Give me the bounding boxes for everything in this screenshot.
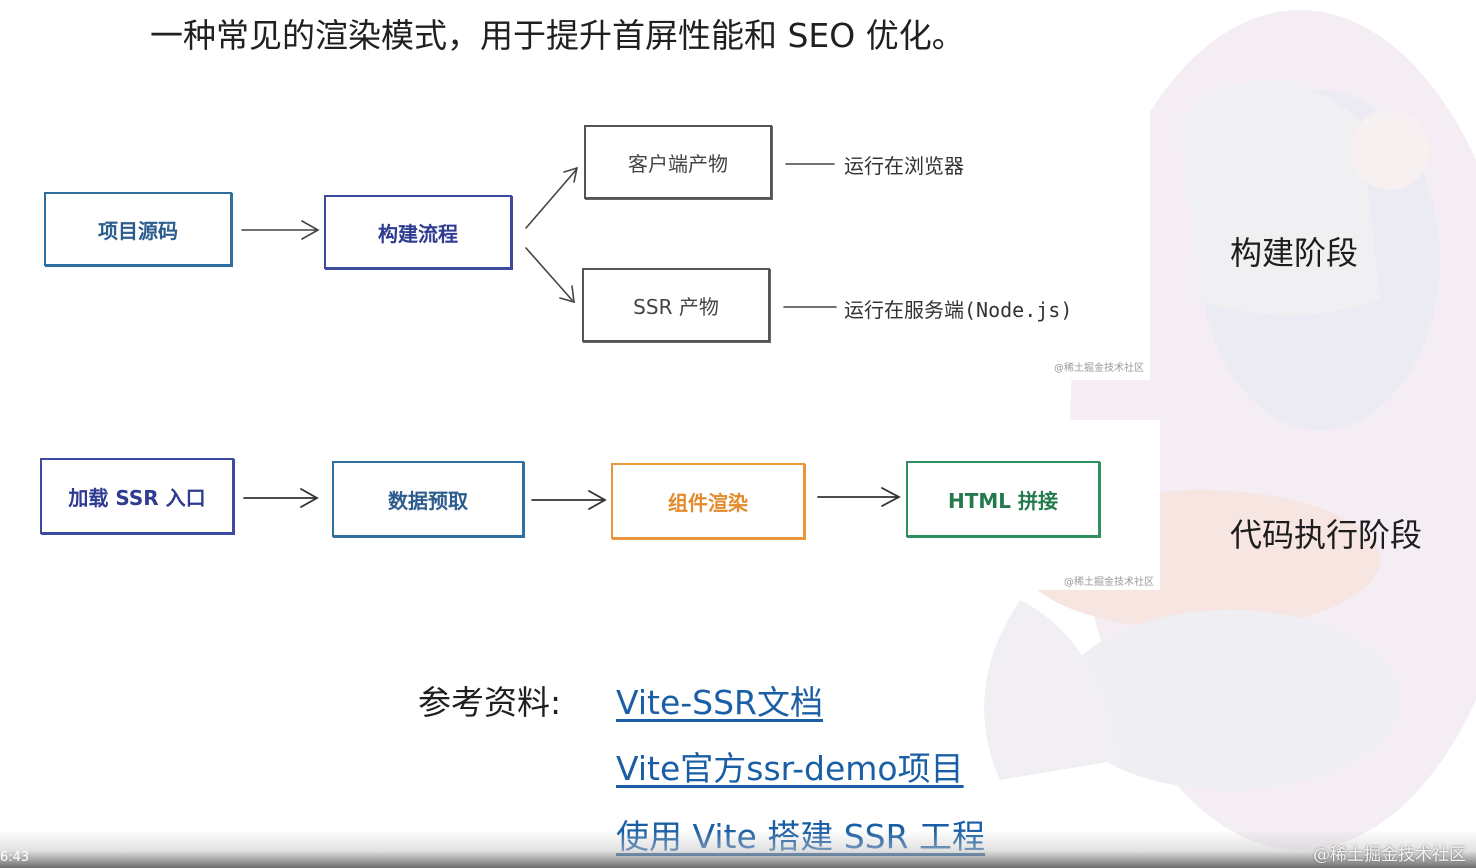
references-label: 参考资料:	[418, 683, 562, 722]
stage-label-run: 代码执行阶段	[1230, 516, 1423, 554]
box-client-output: 客户端产物	[584, 125, 772, 199]
stage-label-build: 构建阶段	[1230, 234, 1359, 272]
video-player-bar[interactable]	[0, 830, 1476, 868]
corner-watermark: @稀土掘金技术社区	[1313, 845, 1466, 865]
run-diagram: 加载 SSR 入口 数据预取 组件渲染 HTML 拼接 @稀土掘金技术社区	[20, 420, 1160, 590]
box-fetch-data: 数据预取	[332, 461, 524, 537]
box-render-component: 组件渲染	[611, 463, 805, 539]
run-watermark: @稀土掘金技术社区	[1064, 577, 1154, 588]
build-watermark: @稀土掘金技术社区	[1054, 363, 1144, 374]
arrow-load-to-fetch	[243, 488, 319, 508]
arrow-fetch-to-render	[531, 490, 607, 510]
run-arrows	[243, 487, 901, 510]
box-load-entry: 加载 SSR 入口	[40, 458, 234, 534]
link-vite-ssr-demo[interactable]: Vite官方ssr-demo项目	[616, 749, 964, 788]
arrow-render-to-html	[817, 487, 901, 507]
video-timestamp: 6:43	[0, 850, 30, 865]
client-note: 运行在浏览器	[844, 154, 964, 178]
box-source: 项目源码	[44, 192, 232, 266]
box-html-concat: HTML 拼接	[906, 461, 1100, 537]
box-build: 构建流程	[324, 195, 512, 269]
build-arrows	[241, 163, 837, 308]
intro-text: 一种常见的渲染模式，用于提升首屏性能和 SEO 优化。	[150, 16, 965, 55]
arrow-source-to-build	[241, 220, 320, 240]
box-ssr-output: SSR 产物	[582, 268, 770, 342]
build-diagram: 项目源码 构建流程 客户端产物 SSR 产物 运行在浏览器 运行在服务端(Nod…	[20, 100, 1150, 380]
ssr-note: 运行在服务端(Node.js)	[844, 298, 1073, 322]
arrow-build-to-client	[525, 166, 579, 229]
link-vite-ssr-docs[interactable]: Vite-SSR文档	[616, 683, 823, 722]
arrow-build-to-ssr	[525, 247, 575, 304]
